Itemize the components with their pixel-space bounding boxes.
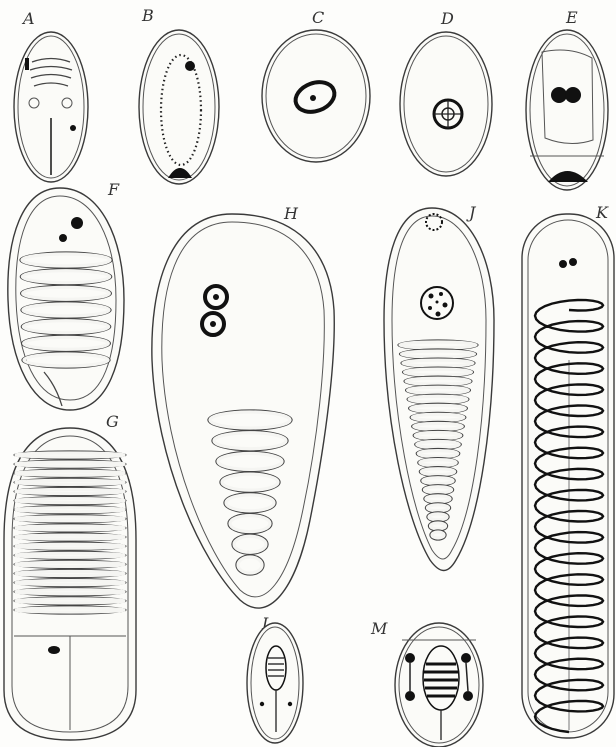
figure-c xyxy=(262,30,370,162)
figure-e xyxy=(526,30,608,190)
figure-k xyxy=(522,214,614,738)
figure-d xyxy=(400,32,492,176)
figure-m xyxy=(395,623,483,747)
figure-l xyxy=(247,623,303,743)
figure-j xyxy=(384,208,494,571)
figure-b xyxy=(139,30,219,184)
figure-a xyxy=(14,32,88,182)
figure-h xyxy=(152,214,334,608)
figure-f xyxy=(8,188,124,410)
figure-g xyxy=(4,428,136,740)
